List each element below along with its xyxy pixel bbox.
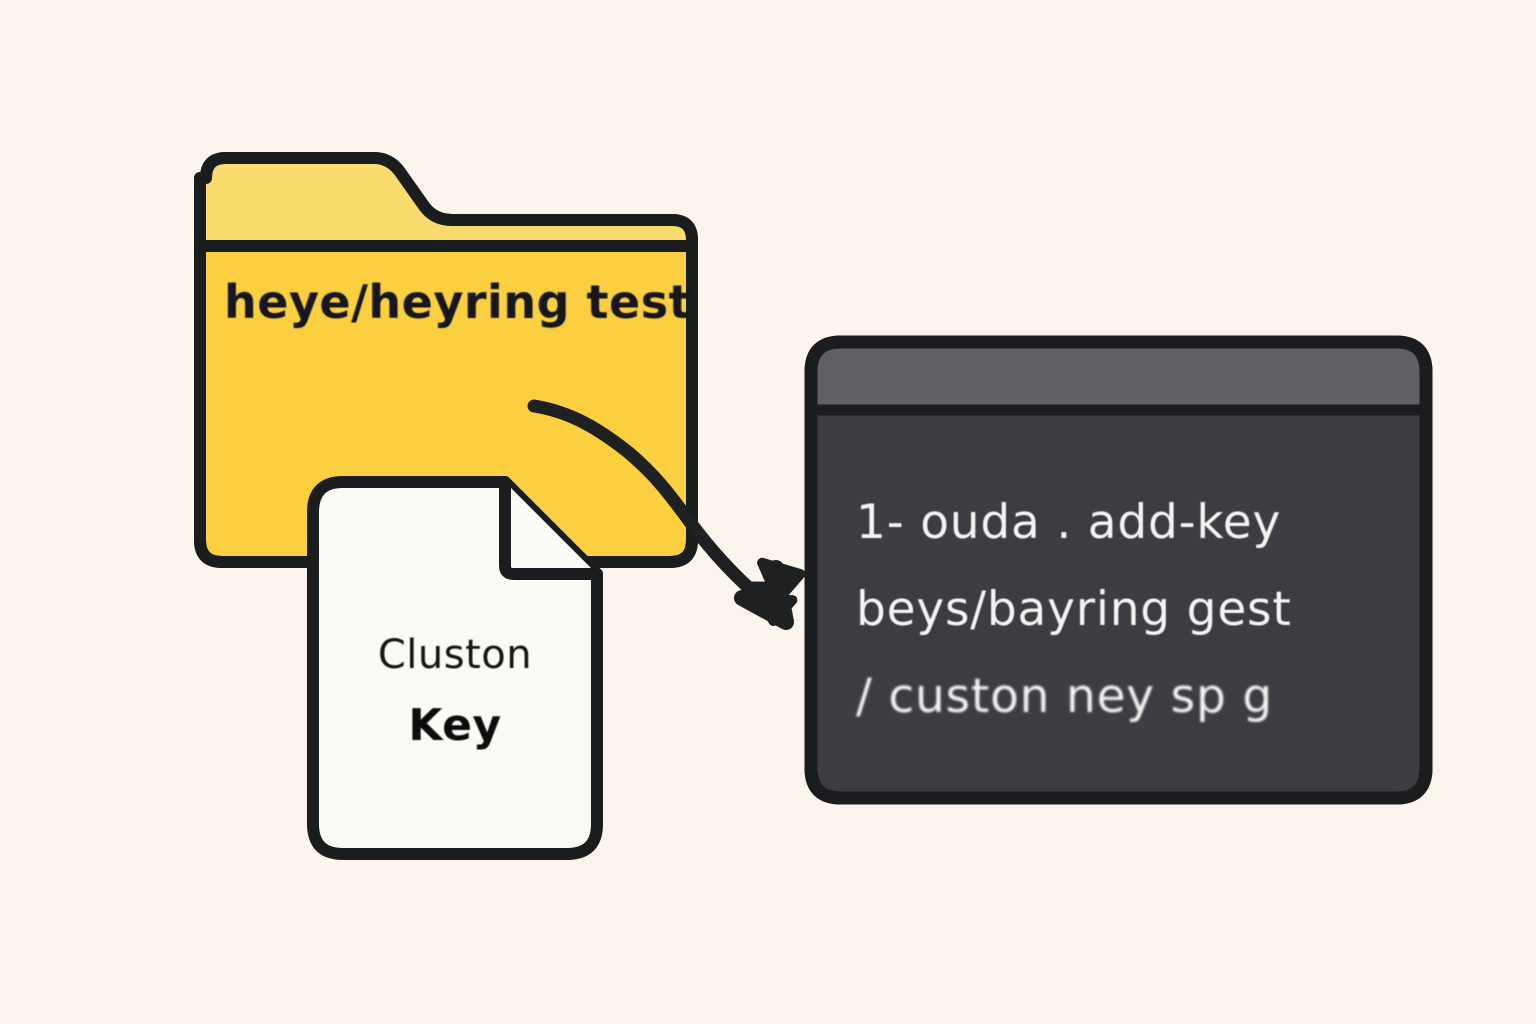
terminal-titlebar[interactable]: [811, 342, 1426, 408]
file-card-line-1: Cluston: [378, 632, 532, 678]
terminal-line-1: 1- ouda . add-key: [856, 495, 1281, 550]
arrow-shaft: [527, 399, 779, 615]
folder[interactable]: heye/heyring test: [194, 152, 698, 568]
terminal-line-2: beys/bayring gest: [856, 582, 1292, 637]
terminal-line-3: / custon ney sp g: [856, 669, 1273, 724]
terminal-window[interactable]: 1- ouda . add-key beys/bayring gest / cu…: [804, 335, 1433, 805]
folder-outline: [194, 152, 698, 568]
file-card-line-2: Key: [408, 700, 501, 751]
folder-tab: [200, 158, 692, 246]
curved-arrow: [527, 399, 806, 630]
folder-label: heye/heyring test: [224, 275, 691, 329]
terminal-frame-outline: [804, 335, 1433, 805]
file-card[interactable]: Cluston Key: [307, 476, 603, 860]
file-fold-corner-icon: [499, 476, 603, 580]
arrow-head-barb: [734, 560, 794, 630]
